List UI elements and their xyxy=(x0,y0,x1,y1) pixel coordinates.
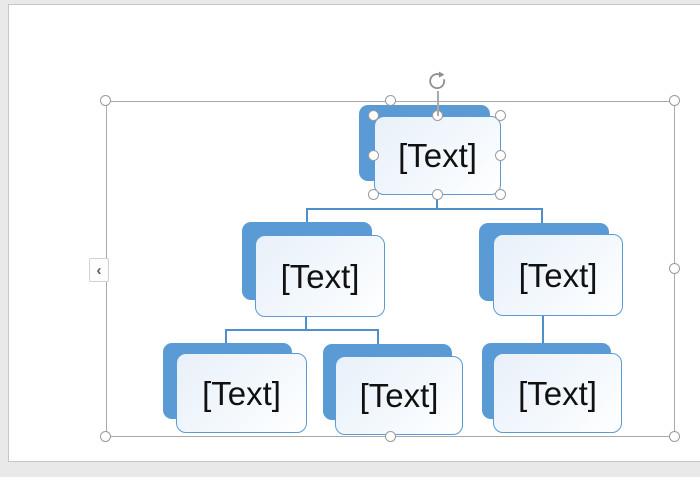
node-l2-left-label[interactable]: [Text] xyxy=(280,257,360,295)
node-l2-right-label[interactable]: [Text] xyxy=(518,256,598,294)
rotate-handle-stem xyxy=(437,91,439,116)
node-handle-bottom-right[interactable] xyxy=(495,189,506,200)
node-handle-middle-left[interactable] xyxy=(368,150,379,161)
frame-handle-bottom-left[interactable] xyxy=(100,431,111,442)
node-l3-b-label[interactable]: [Text] xyxy=(359,377,439,414)
node-l3-a[interactable]: [Text] xyxy=(176,353,307,433)
connector-level3-bar xyxy=(225,329,379,331)
text-pane-toggle-button[interactable]: ‹ xyxy=(89,258,109,282)
connector-l2left-down xyxy=(305,315,307,331)
node-l2-left[interactable]: [Text] xyxy=(255,235,385,317)
frame-handle-top-left[interactable] xyxy=(100,95,111,106)
connector-level2-bar xyxy=(306,208,543,210)
node-l3-c-label[interactable]: [Text] xyxy=(518,374,597,412)
smartart-selection-frame[interactable] xyxy=(106,101,675,437)
node-l3-b[interactable]: [Text] xyxy=(335,356,463,435)
node-l3-a-label[interactable]: [Text] xyxy=(202,374,281,412)
rotate-icon[interactable] xyxy=(427,71,447,91)
frame-handle-bottom-center[interactable] xyxy=(385,431,396,442)
frame-handle-top-right[interactable] xyxy=(669,95,680,106)
node-handle-bottom-center[interactable] xyxy=(432,189,443,200)
connector-root-drop xyxy=(436,195,438,210)
connector-level3-c-drop xyxy=(542,314,544,356)
node-handle-top-left[interactable] xyxy=(368,110,379,121)
node-root-label[interactable]: [Text] xyxy=(398,137,477,174)
frame-handle-bottom-right[interactable] xyxy=(669,431,680,442)
node-l3-c[interactable]: [Text] xyxy=(493,353,622,433)
node-handle-top-right[interactable] xyxy=(495,110,506,121)
frame-handle-top-center[interactable] xyxy=(385,95,396,106)
chevron-left-icon: ‹ xyxy=(96,261,102,279)
frame-handle-middle-right[interactable] xyxy=(669,263,680,274)
node-handle-bottom-left[interactable] xyxy=(368,189,379,200)
node-handle-middle-right[interactable] xyxy=(495,150,506,161)
node-l2-right[interactable]: [Text] xyxy=(493,234,623,316)
